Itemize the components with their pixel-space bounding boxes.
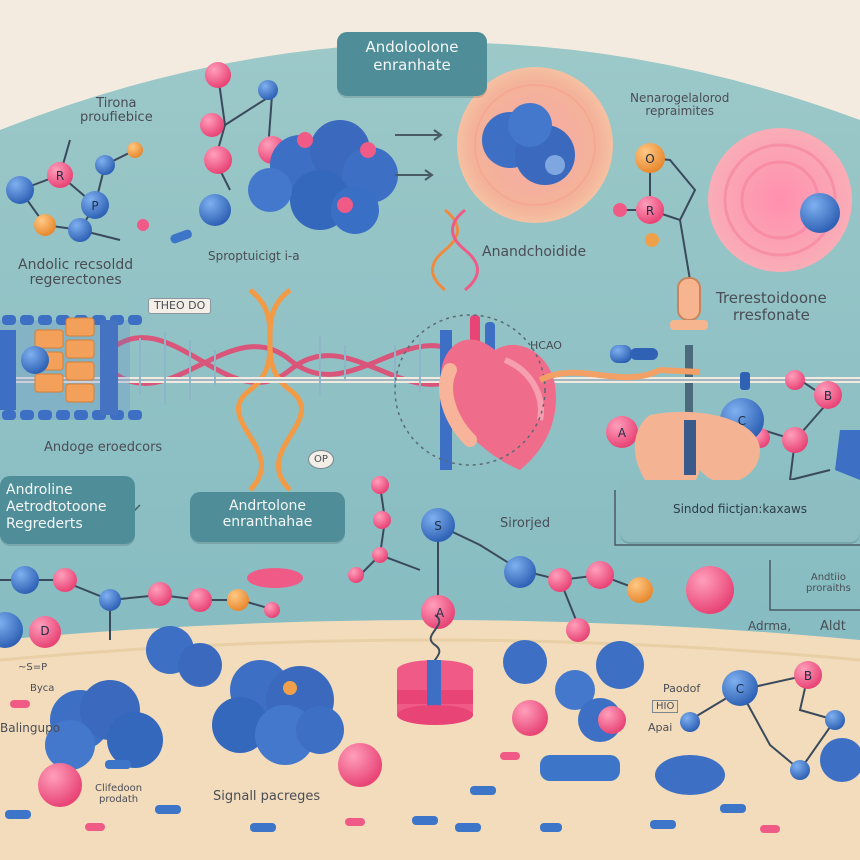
label-androlic-line-1: Andolic recsoldd — [18, 257, 134, 273]
androline-line-1: Androline — [6, 482, 73, 498]
label-op: OP — [308, 450, 334, 469]
label-aldt: Aldt — [820, 619, 846, 634]
label-andtio-line-1: Andtiio — [810, 572, 846, 583]
label-tirona: Tirona proufiebice — [80, 96, 153, 126]
cell-right — [708, 128, 852, 272]
label-cilfedon-line-1: Clifedoon — [95, 783, 143, 794]
label-sp: ~S=P — [18, 662, 48, 673]
label-anandchoidide: Anandchoidide — [482, 244, 587, 260]
label-trerestoidoone: Trerestoidoone rresfonate — [716, 290, 827, 323]
cell-protein — [482, 103, 575, 185]
dna-helix-main — [0, 288, 860, 492]
label-androlic-line-2: regerectones — [29, 272, 122, 289]
label-trerestoidoone-line-2: rresfonate — [732, 305, 810, 324]
label-nenarogelalorod: Nenarogelalorod repraimites — [630, 91, 730, 119]
label-tirona-line-2: proufiebice — [80, 110, 153, 126]
label-signal-packages: Signall pacreges — [213, 789, 321, 804]
title-line-1: Andoloolone — [365, 38, 459, 56]
androline-line-3: Regrederts — [6, 515, 83, 532]
node-label-a2: A — [618, 426, 627, 440]
label-sirorjed: Sirorjed — [500, 516, 551, 531]
node-label-d: D — [40, 624, 49, 638]
node-label-b2: B — [824, 389, 832, 403]
title-line-2: enranhate — [373, 56, 451, 74]
label-andtio-line-2: proraiths — [806, 583, 851, 594]
dna-small — [431, 208, 479, 292]
sinded-box: Sindod fiictjan:kaxaws — [620, 480, 860, 542]
receptor-stack — [397, 614, 473, 725]
label-trerestoidoone-line-1: Trerestoidoone — [716, 289, 827, 307]
androline-box: Androline Aetrodtotoone Regrederts — [0, 476, 135, 544]
label-byca: Byca — [30, 683, 55, 694]
chip-hcao: HCAO — [530, 339, 562, 352]
label-hio: HIO — [652, 700, 679, 713]
receptor-base — [540, 755, 620, 781]
andrtolone-line-1: Andrtolone — [228, 498, 307, 514]
cell-membrane — [0, 315, 142, 420]
label-apai: Apai — [648, 721, 673, 734]
node-label: R — [56, 169, 64, 183]
label-nenaro-line-1: Nenarogelalorod — [630, 91, 730, 105]
label-sproptuicit: Sproptuicigt i-a — [208, 249, 300, 263]
andrtolone-line-2: enranthahae — [222, 514, 313, 530]
node-label-c2: C — [736, 682, 744, 696]
andrtolone-box: Andrtolone enranthahae — [190, 492, 345, 542]
protein-cluster-top — [248, 120, 398, 234]
androline-line-2: Aetrodtotoone — [6, 498, 107, 515]
node-label-c: C — [738, 414, 746, 428]
label-androlic: Andolic recsoldd regerectones — [18, 257, 134, 289]
label-cilfedon: Clifedoon prodath — [95, 783, 142, 805]
label-tirona-line-1: Tirona — [96, 96, 137, 111]
node-label-r: R — [646, 204, 654, 218]
node-label-b: B — [804, 669, 812, 683]
label-nenaro-line-2: repraimites — [645, 104, 714, 119]
label-andtio: Andtiio proraiths — [806, 572, 851, 594]
node-label-a: A — [436, 606, 445, 620]
label-cilfedon-line-2: prodath — [99, 794, 139, 805]
label-adrma: Adrma, — [748, 619, 792, 633]
node-label-s: S — [434, 519, 442, 533]
title-box: Andoloolone enranhate — [337, 32, 487, 96]
label-androge: Andoge eroedcors — [44, 440, 163, 455]
label-paodof: Paodof — [663, 682, 701, 695]
dna-rungs — [139, 332, 421, 405]
node-label-p: P — [91, 199, 98, 213]
label-balingupo: Balingupo — [0, 721, 61, 735]
chip-theodo: THEO DO — [148, 298, 212, 315]
node-label-o: O — [645, 152, 654, 166]
